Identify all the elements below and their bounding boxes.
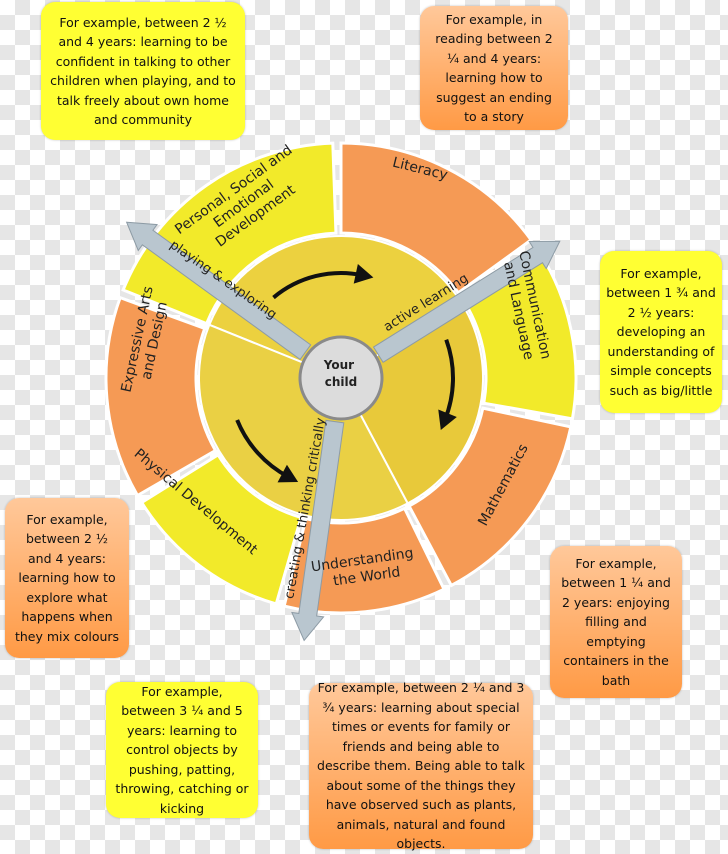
note-mathematics: For example, between 1 ¼ and 2 years: en…	[550, 546, 682, 698]
note-understanding-text: For example, between 2 ¼ and 3 ¾ years: …	[317, 680, 525, 852]
segment-physical	[139, 452, 303, 606]
inner-disc-sector-2	[339, 301, 484, 505]
note-literacy: For example, in reading between 2 ¼ and …	[420, 6, 568, 130]
note-personal-social: For example, between 2 ½ and 4 years: le…	[41, 2, 245, 140]
cycle-arrow-top	[272, 264, 374, 300]
note-communication-text: For example, between 1 ¾ and 2 ½ years: …	[606, 265, 716, 398]
cycle-arrow-right	[438, 339, 457, 430]
note-literacy-text: For example, in reading between 2 ¼ and …	[435, 11, 553, 125]
center-label: Your child	[323, 358, 358, 389]
note-communication: For example, between 1 ¾ and 2 ½ years: …	[600, 251, 722, 413]
segment-personal-social	[121, 141, 338, 326]
note-physical-text: For example, between 3 ¼ and 5 years: le…	[115, 683, 249, 816]
center-circle	[298, 335, 384, 421]
cycle-arrow-left	[235, 419, 299, 483]
note-understanding: For example, between 2 ¼ and 3 ¾ years: …	[309, 680, 533, 851]
arrow-active-learning	[372, 240, 561, 364]
note-physical: For example, between 3 ¼ and 5 years: le…	[106, 682, 258, 818]
note-expressive: For example, between 2 ½ and 4 years: le…	[5, 498, 129, 658]
segment-expressive	[104, 295, 218, 498]
note-expressive-text: For example, between 2 ½ and 4 years: le…	[14, 511, 120, 644]
arrow-playing-exploring	[125, 221, 312, 361]
note-personal-social-text: For example, between 2 ½ and 4 years: le…	[50, 14, 236, 128]
arrow-creating-thinking	[291, 419, 345, 642]
segment-mathematics	[407, 406, 573, 588]
segment-literacy	[339, 141, 534, 295]
inner-disc-sector-3	[198, 323, 410, 521]
note-mathematics-text: For example, between 1 ¼ and 2 years: en…	[561, 555, 671, 688]
